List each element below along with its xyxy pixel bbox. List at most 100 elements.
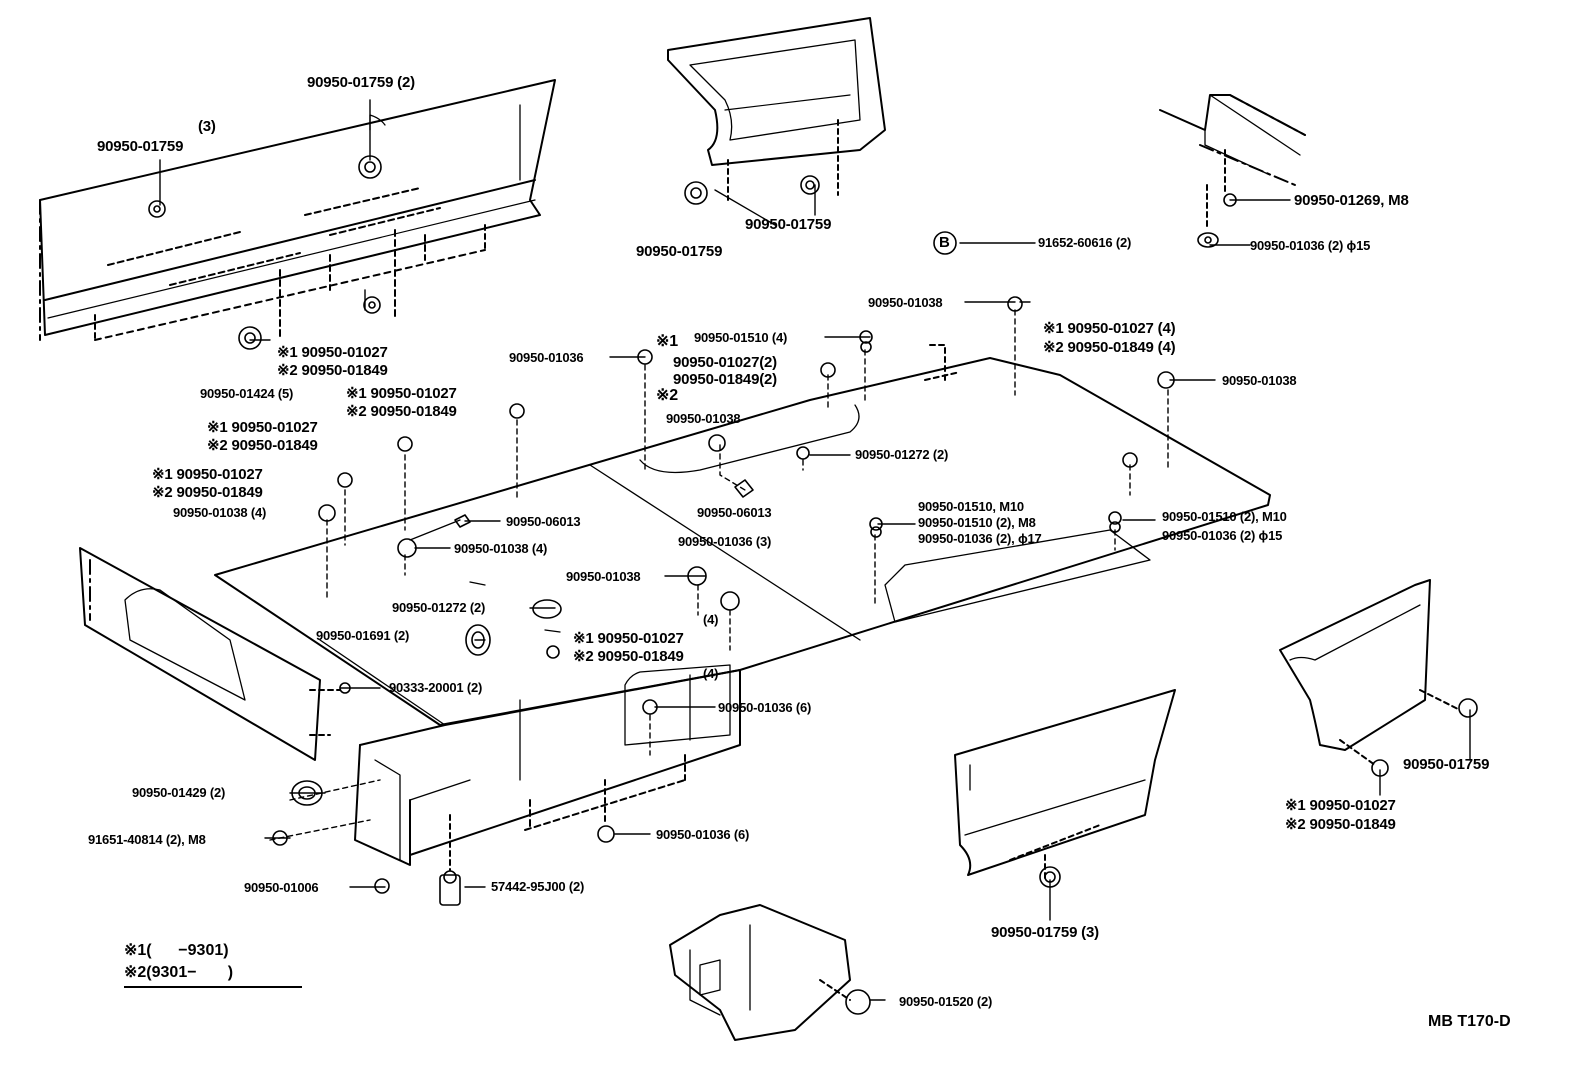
leader-lines <box>159 99 1471 1001</box>
callout-label: 90950-01269, M8 <box>1294 192 1409 209</box>
callout-label: 90950-01038 (4) <box>173 505 267 520</box>
callout-label: 90950-01510 (2), M8 <box>918 515 1036 530</box>
callout-label: 90950-01036 (2) ϕ15 <box>1162 528 1283 543</box>
callout-label: ※1 90950-01027 <box>1285 797 1396 814</box>
date-legend: ※1( −9301) ※2(9301− ) <box>124 940 302 988</box>
callout-label: 90950-01036 (3) <box>678 534 772 549</box>
grommet-icon <box>397 436 413 452</box>
callout-label: 90950-01038 <box>868 295 943 310</box>
callout-label: 90950-01272 (2) <box>855 447 949 462</box>
grommet-icon <box>869 517 883 538</box>
grommet-icon <box>800 175 820 195</box>
callout-label: 90950-01272 (2) <box>392 600 486 615</box>
callout-label: ※1 90950-01027 <box>207 419 318 436</box>
callout-label: 90950-01036 <box>509 350 584 365</box>
grommet-icon <box>291 780 323 806</box>
legend-row-2: ※2(9301− ) <box>124 964 234 981</box>
callout-label: ※1 <box>656 333 678 350</box>
callout-label: 90950-01027(2) <box>673 354 777 371</box>
grommet-icon <box>148 200 166 218</box>
callout-label: 90950-01510 (2), M10 <box>1162 509 1287 524</box>
b-bubble-letter: B <box>939 234 950 251</box>
callout-label: ※1 90950-01027 <box>573 630 684 647</box>
callout-label: 90950-01038 <box>666 411 741 426</box>
callout-label: 90950-01429 (2) <box>132 785 226 800</box>
callout-label: ※2 90950-01849 <box>152 484 263 501</box>
bumper-stop-icon <box>439 870 461 906</box>
grommet-icon <box>374 878 390 894</box>
lower-centre-panel <box>954 689 1176 881</box>
grommet-icon <box>532 599 562 619</box>
left-rocker-panel <box>79 547 341 761</box>
grommet-icon <box>318 504 336 522</box>
fasteners <box>148 155 1478 1015</box>
callout-label: ※2 <box>656 387 678 404</box>
grommet-icon <box>1157 371 1175 389</box>
callout-label: 91652-60616 (2) <box>1038 235 1132 250</box>
callout-label: 57442-95J00 (2) <box>491 879 585 894</box>
grommet-icon <box>708 434 726 452</box>
callout-label: 90950-01759 <box>745 216 832 233</box>
callout-label: ※2 90950-01849 <box>207 437 318 454</box>
callout-label: 90950-01520 (2) <box>899 994 993 1009</box>
grommet-icon <box>358 155 382 179</box>
callout-label: (4) <box>703 612 719 627</box>
grommet-icon <box>796 446 810 460</box>
callout-label: 90950-01759 <box>1403 756 1490 773</box>
grommet-icon <box>637 349 653 365</box>
reference-code: MB T170-D <box>1428 1013 1511 1030</box>
callout-label: 90950-01510, M10 <box>918 499 1024 514</box>
rear-cross-member <box>354 664 741 871</box>
callout-label: 90950-01510 (4) <box>694 330 788 345</box>
callout-label: 90950-01759 <box>636 243 723 260</box>
grommet-icon <box>546 645 560 659</box>
grommet-icon <box>1007 296 1023 312</box>
callout-label: 90950-01036 (2), ϕ17 <box>918 531 1042 546</box>
grommet-icon <box>363 296 381 314</box>
callout-label: 90950-01759 <box>97 138 184 155</box>
grommet-icon <box>509 403 525 419</box>
grommet-icon <box>820 362 836 378</box>
callout-label: ※1 90950-01027 <box>277 344 388 361</box>
grommet-icon <box>1458 698 1478 718</box>
callout-label: ※2 90950-01849 <box>346 403 457 420</box>
callout-label: 90950-01759 (2) <box>307 74 415 91</box>
grommet-icon <box>687 566 707 586</box>
callout-label: 90950-06013 <box>506 514 581 529</box>
callout-label: ※2 90950-01849 <box>1285 816 1396 833</box>
callout-label: 90950-01759 (3) <box>991 924 1099 941</box>
grommet-icon <box>1197 232 1219 248</box>
callout-label: 90333-20001 (2) <box>389 680 483 695</box>
grommet-icon <box>1371 759 1389 777</box>
grommet-icon <box>337 472 353 488</box>
callout-label: 90950-01038 <box>566 569 641 584</box>
grommet-icon <box>845 989 871 1015</box>
callout-label: ※2 90950-01849 <box>573 648 684 665</box>
grommet-icon <box>642 699 658 715</box>
callout-label: 90950-06013 <box>697 505 772 520</box>
callout-label: 90950-01038 <box>1222 373 1297 388</box>
callout-label: 91651-40814 (2), M8 <box>88 832 206 847</box>
callout-label: (3) <box>198 118 216 135</box>
grommet-icon <box>1122 452 1138 468</box>
callout-label: ※2 90950-01849 <box>277 362 388 379</box>
grommet-icon <box>720 591 740 611</box>
grommet-icon <box>454 514 471 528</box>
callout-label: 90950-01849(2) <box>673 371 777 388</box>
legend-underline <box>124 986 302 988</box>
grommet-icon <box>1108 511 1122 533</box>
callout-label: ※1 90950-01027 <box>152 466 263 483</box>
legend-row-1: ※1( −9301) <box>124 942 229 959</box>
grommet-icon <box>272 830 288 846</box>
grommet-icon <box>859 330 873 353</box>
left-side-panel <box>39 79 556 341</box>
callout-label: 90950-01036 (6) <box>656 827 750 842</box>
grommet-icon <box>597 825 615 843</box>
grommet-icon <box>238 326 262 350</box>
callout-label: 90950-01036 (2) ϕ15 <box>1250 238 1371 253</box>
top-wheel-arch-panel <box>667 17 886 201</box>
grommet-icon <box>1223 193 1237 207</box>
callout-label: ※2 90950-01849 (4) <box>1043 339 1176 356</box>
